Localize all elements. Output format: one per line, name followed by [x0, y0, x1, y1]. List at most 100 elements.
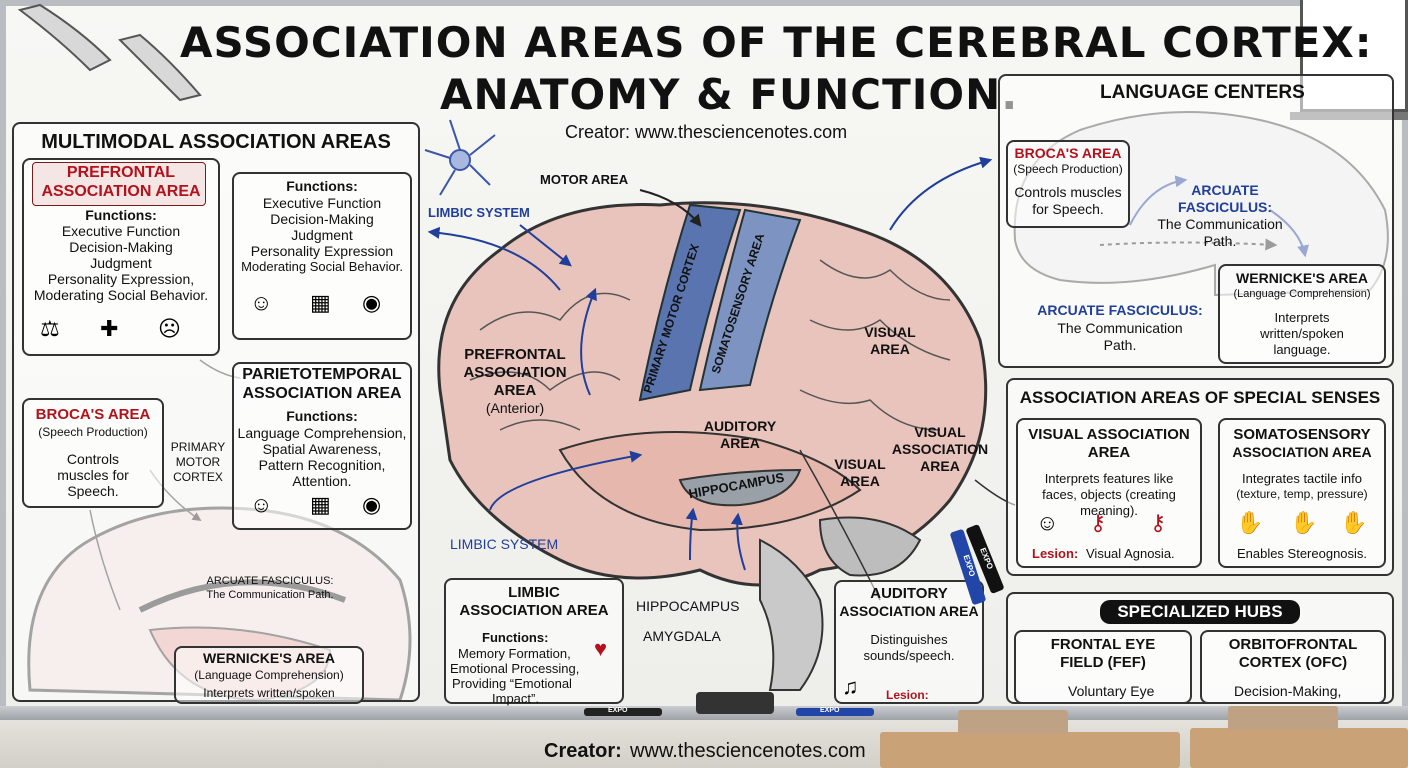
language-centers-heading: LANGUAGE CENTERS [1100, 82, 1305, 103]
broca-left-subtitle: (Speech Production) [38, 425, 148, 439]
arcuate-top-text: The Communication [1157, 216, 1283, 232]
functions-card-item: Judgment [291, 227, 353, 243]
somatosensory-footer: Enables Stereognosis. [1236, 546, 1368, 561]
page-title-line2: ANATOMY & FUNCTION. [440, 70, 1019, 119]
fef-text: Voluntary Eye [1068, 683, 1155, 699]
broca-right-title: BROCA'S AREA [1014, 145, 1122, 161]
auditory-text: Distinguishes [870, 632, 948, 647]
wernicke-right-text: Interprets [1274, 310, 1330, 325]
main-brain [437, 201, 988, 691]
marker-label: EXPO [608, 707, 628, 714]
prefrontal-function: Executive Function [61, 223, 181, 239]
ofc-text: Decision-Making, [1234, 683, 1342, 699]
neuron-icon [424, 119, 496, 196]
ofc-title: CORTEX (OFC) [1238, 654, 1348, 671]
heart-icon: ♥ [594, 636, 608, 661]
auditory-title: AUDITORY [870, 585, 948, 602]
hippocampus-label: HIPPOCAMPUS [636, 598, 740, 614]
marker-label: EXPO [820, 707, 840, 714]
limbic-system-top-label: LIMBIC SYSTEM [428, 205, 530, 220]
hand-icon: ✋ [1290, 510, 1318, 535]
limbic-function: Memory Formation, [458, 646, 571, 661]
prefrontal-title-2: ASSOCIATION AREA [41, 183, 201, 200]
ofc-card [1200, 630, 1386, 704]
fef-title: FIELD (FEF) [1060, 654, 1146, 671]
hand-icon: ✋ [1340, 510, 1368, 535]
key-icon: ⚷ [1150, 510, 1167, 535]
prefrontal-function: Moderating Social Behavior. [33, 287, 209, 303]
arcuate-top-title: ARCUATE [1191, 182, 1259, 198]
ofc-title: ORBITOFRONTAL [1228, 636, 1358, 653]
somatosensory-title: ASSOCIATION AREA [1232, 444, 1372, 460]
visual-area-top-label: VISUAL [864, 324, 916, 340]
marker-blue[interactable]: EXPO [796, 707, 874, 716]
visual-lesion-text: Visual Agnosia. [1086, 546, 1175, 561]
auditory-title: ASSOCIATION AREA [839, 603, 979, 619]
wernicke-right-text: language. [1273, 342, 1331, 357]
special-senses-heading: ASSOCIATION AREAS OF SPECIAL SENSES [1019, 388, 1381, 407]
somatosensory-text: Integrates tactile info [1242, 471, 1362, 486]
primary-motor-cortex-label-left: MOTOR [175, 455, 221, 469]
functions-card-item: Personality Expression [250, 243, 394, 259]
creator-bottom-url: www.thesciencenotes.com [630, 740, 866, 762]
visual-association-title: VISUAL ASSOCIATION [1028, 426, 1190, 443]
limbic-title: ASSOCIATION AREA [459, 602, 609, 619]
visual-lesion-label: Lesion: [1032, 546, 1079, 561]
amygdala-label: AMYGDALA [643, 628, 721, 644]
broca-right-subtitle: (Speech Production) [1013, 162, 1123, 176]
visual-area-low-label: AREA [840, 473, 880, 489]
auditory-area-label: AREA [720, 435, 760, 451]
visual-area-top-label: AREA [870, 341, 910, 357]
parietotemporal-function: Pattern Recognition, [258, 457, 386, 473]
limbic-function: Providing “Emotional [452, 676, 572, 691]
parietotemporal-title-2: ASSOCIATION AREA [242, 385, 402, 402]
gavel-icon: ⚖ [40, 316, 60, 341]
auditory-text: sounds/speech. [863, 648, 955, 663]
broca-card-left [22, 398, 164, 508]
arcuate-left-title: ARCUATE FASCICULUS: [206, 575, 334, 587]
wernicke-right-text: written/spoken [1260, 326, 1344, 341]
eraser[interactable] [696, 692, 774, 714]
broca-left-text: Controls [66, 451, 120, 467]
somatosensory-title: SOMATOSENSORY [1233, 426, 1371, 443]
prefrontal-center-label: PREFRONTAL [464, 346, 566, 363]
motor-area-label: MOTOR AREA [540, 172, 629, 187]
prefrontal-center-label: (Anterior) [485, 400, 545, 416]
face-icon: ☹ [158, 316, 181, 341]
chair [958, 710, 1068, 734]
functions-card [232, 172, 412, 340]
desk [1190, 728, 1408, 768]
prefrontal-center-label: AREA [493, 382, 537, 399]
functions-card-label: Functions: [286, 178, 358, 194]
functions-card-item: Decision-Making [270, 211, 374, 227]
limbic-functions-label: Functions: [482, 630, 549, 645]
prefrontal-center-label: ASSOCIATION [463, 364, 567, 381]
parietotemporal-function: Language Comprehension, [237, 425, 407, 441]
parietotemporal-function: Spatial Awareness, [262, 441, 382, 457]
broca-card-right [1006, 140, 1130, 228]
somatosensory-association-card [1218, 418, 1386, 568]
puzzle-icon: ✚ [100, 316, 119, 341]
parietotemporal-functions-label: Functions: [286, 408, 358, 424]
broca-left-text: muscles for [57, 467, 129, 483]
functions-card-item: Moderating Social Behavior. [241, 259, 403, 274]
visual-association-text: meaning). [1080, 503, 1138, 518]
key-icon: ⚷ [1090, 510, 1107, 535]
arcuate-bottom-text: The Communication [1057, 320, 1183, 336]
fef-card [1014, 630, 1192, 704]
marker-black[interactable]: EXPO [584, 707, 662, 716]
prefrontal-functions-label: Functions: [85, 207, 157, 223]
limbic-function: Impact”. [492, 691, 539, 706]
primary-motor-cortex-label-left: CORTEX [173, 470, 223, 484]
broca-right-text: for Speech. [1032, 201, 1104, 217]
person-icon: ☺ [250, 290, 273, 315]
visual-association-text: faces, objects (creating [1042, 487, 1176, 502]
specialized-hubs-heading: SPECIALIZED HUBS [1100, 600, 1300, 624]
arcuate-top-text: Path. [1203, 233, 1237, 249]
visual-area-low-label: VISUAL [834, 456, 886, 472]
wernicke-left-subtitle: (Language Comprehension) [194, 668, 344, 682]
prefrontal-title-frame [32, 162, 206, 206]
instrument-icon: ♫ [842, 674, 859, 699]
primary-motor-cortex-label-left: PRIMARY [170, 440, 226, 454]
arcuate-top-title: FASCICULUS: [1177, 199, 1273, 215]
